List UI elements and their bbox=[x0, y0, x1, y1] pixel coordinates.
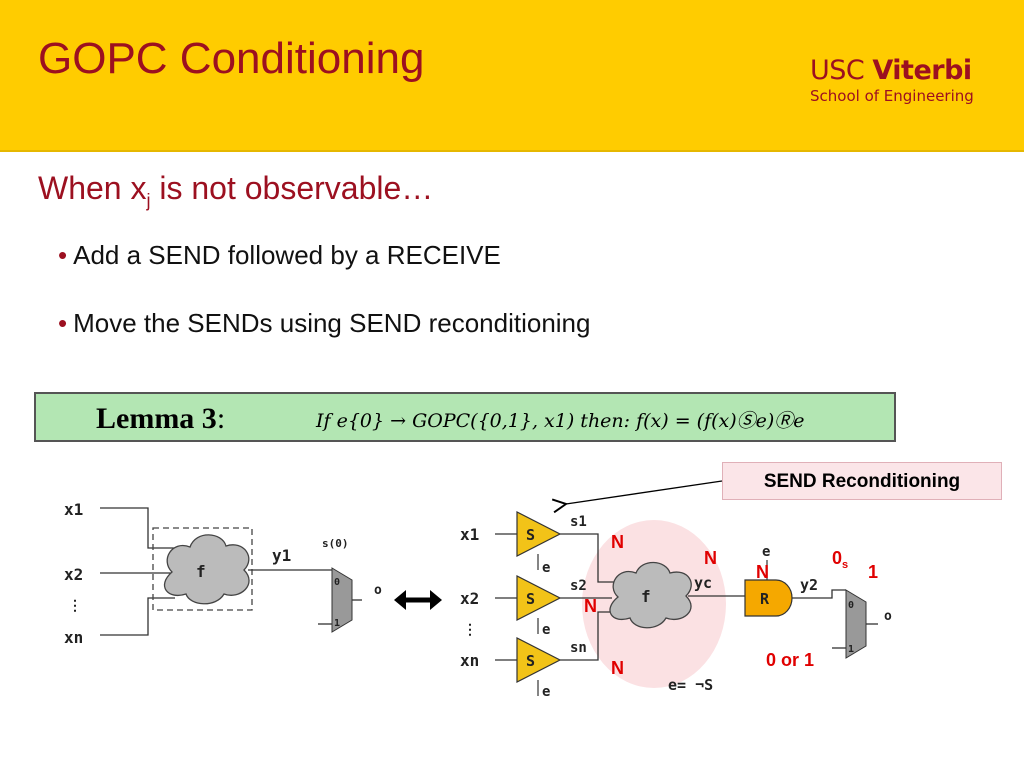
send-reconditioning-callout: SEND Reconditioning bbox=[722, 462, 1002, 500]
send-1-e: e bbox=[542, 560, 550, 576]
left-circuit: x1 x2 ⋮ xn f y1 s(0) 0 1 o bbox=[64, 500, 382, 647]
send-gate-2 bbox=[516, 575, 562, 621]
lemma-label: Lemma 3: bbox=[96, 402, 226, 435]
lemma-box: Lemma 3: If e{0} → GOPC({0,1}, x1) then:… bbox=[34, 392, 896, 442]
left-dots: ⋮ bbox=[68, 598, 82, 614]
usc-viterbi-logo: USC Viterbi School of Engineering bbox=[810, 56, 990, 106]
e-equals-not-s: e= ¬S bbox=[668, 676, 713, 694]
slide-title: GOPC Conditioning bbox=[38, 34, 425, 83]
yc-label: yc bbox=[694, 574, 712, 592]
send-gate-n bbox=[516, 637, 562, 683]
right-mux-0: 0 bbox=[848, 600, 854, 611]
sn-label: sn bbox=[570, 640, 587, 656]
annot-n-5: N bbox=[756, 562, 769, 582]
annot-zero-or-one: 0 or 1 bbox=[766, 650, 814, 670]
y2-label: y2 bbox=[800, 576, 818, 594]
annot-n-2: N bbox=[584, 596, 597, 616]
annot-zero: 0s bbox=[832, 548, 848, 571]
left-wire-x1 bbox=[100, 507, 175, 549]
right-circuit: x1 x2 ⋮ xn S S S e e e s1 s2 sn f yc R e bbox=[460, 511, 892, 700]
equivalence-arrow-icon bbox=[394, 590, 442, 610]
send-gate-1 bbox=[516, 511, 562, 557]
lemma-equation: If e{0} → GOPC({0,1}, x1) then: f(x) = (… bbox=[316, 410, 805, 432]
left-mux bbox=[331, 567, 353, 633]
right-out-label: o bbox=[884, 609, 892, 624]
right-x1-label: x1 bbox=[460, 525, 479, 544]
left-x1-label: x1 bbox=[64, 500, 83, 519]
annot-n-3: N bbox=[611, 658, 624, 678]
left-s0-label: s(0) bbox=[322, 537, 349, 550]
send-2-e: e bbox=[542, 622, 550, 638]
left-xn-label: xn bbox=[64, 628, 83, 647]
receive-e: e bbox=[762, 544, 770, 560]
send-1-label: S bbox=[526, 526, 535, 544]
left-mux-0: 0 bbox=[334, 577, 340, 588]
right-x2-label: x2 bbox=[460, 589, 479, 608]
callout-arrow bbox=[551, 480, 723, 514]
logo-usc: USC bbox=[810, 55, 865, 86]
logo-viterbi: Viterbi bbox=[872, 55, 972, 86]
left-f-dashed-box bbox=[152, 527, 253, 611]
header-band: GOPC Conditioning USC Viterbi School of … bbox=[0, 0, 1024, 152]
left-out-label: o bbox=[374, 583, 382, 598]
annot-one: 1 bbox=[868, 562, 878, 582]
logo-school: School of Engineering bbox=[810, 87, 974, 105]
s2-label: s2 bbox=[570, 578, 587, 594]
annot-n-4: N bbox=[704, 548, 717, 568]
send-2-label: S bbox=[526, 590, 535, 608]
receive-gate bbox=[744, 579, 793, 617]
left-f-label: f bbox=[196, 562, 206, 581]
s1-label: s1 bbox=[570, 514, 587, 530]
right-f-cloud bbox=[609, 561, 692, 629]
left-wire-xn bbox=[100, 597, 175, 636]
bullet-item-2: •Move the SENDs using SEND reconditionin… bbox=[58, 308, 591, 338]
bullet-dot-icon: • bbox=[58, 240, 68, 270]
bullet-dot-icon: • bbox=[58, 308, 68, 338]
right-xn-label: xn bbox=[460, 651, 479, 670]
right-mux bbox=[845, 589, 867, 659]
receive-label: R bbox=[760, 590, 770, 608]
send-n-label: S bbox=[526, 652, 535, 670]
annot-n-1: N bbox=[611, 532, 624, 552]
left-f-cloud bbox=[164, 534, 250, 605]
right-mux-1: 1 bbox=[848, 644, 854, 655]
right-dots: ⋮ bbox=[463, 622, 477, 638]
left-x2-label: x2 bbox=[64, 565, 83, 584]
slide-subtitle: When xj is not observable… bbox=[38, 170, 434, 211]
left-mux-1: 1 bbox=[334, 618, 340, 629]
bullet-item-1: •Add a SEND followed by a RECEIVE bbox=[58, 240, 501, 270]
left-y1-label: y1 bbox=[272, 546, 291, 565]
send-n-e: e bbox=[542, 684, 550, 700]
right-f-label: f bbox=[641, 587, 651, 606]
